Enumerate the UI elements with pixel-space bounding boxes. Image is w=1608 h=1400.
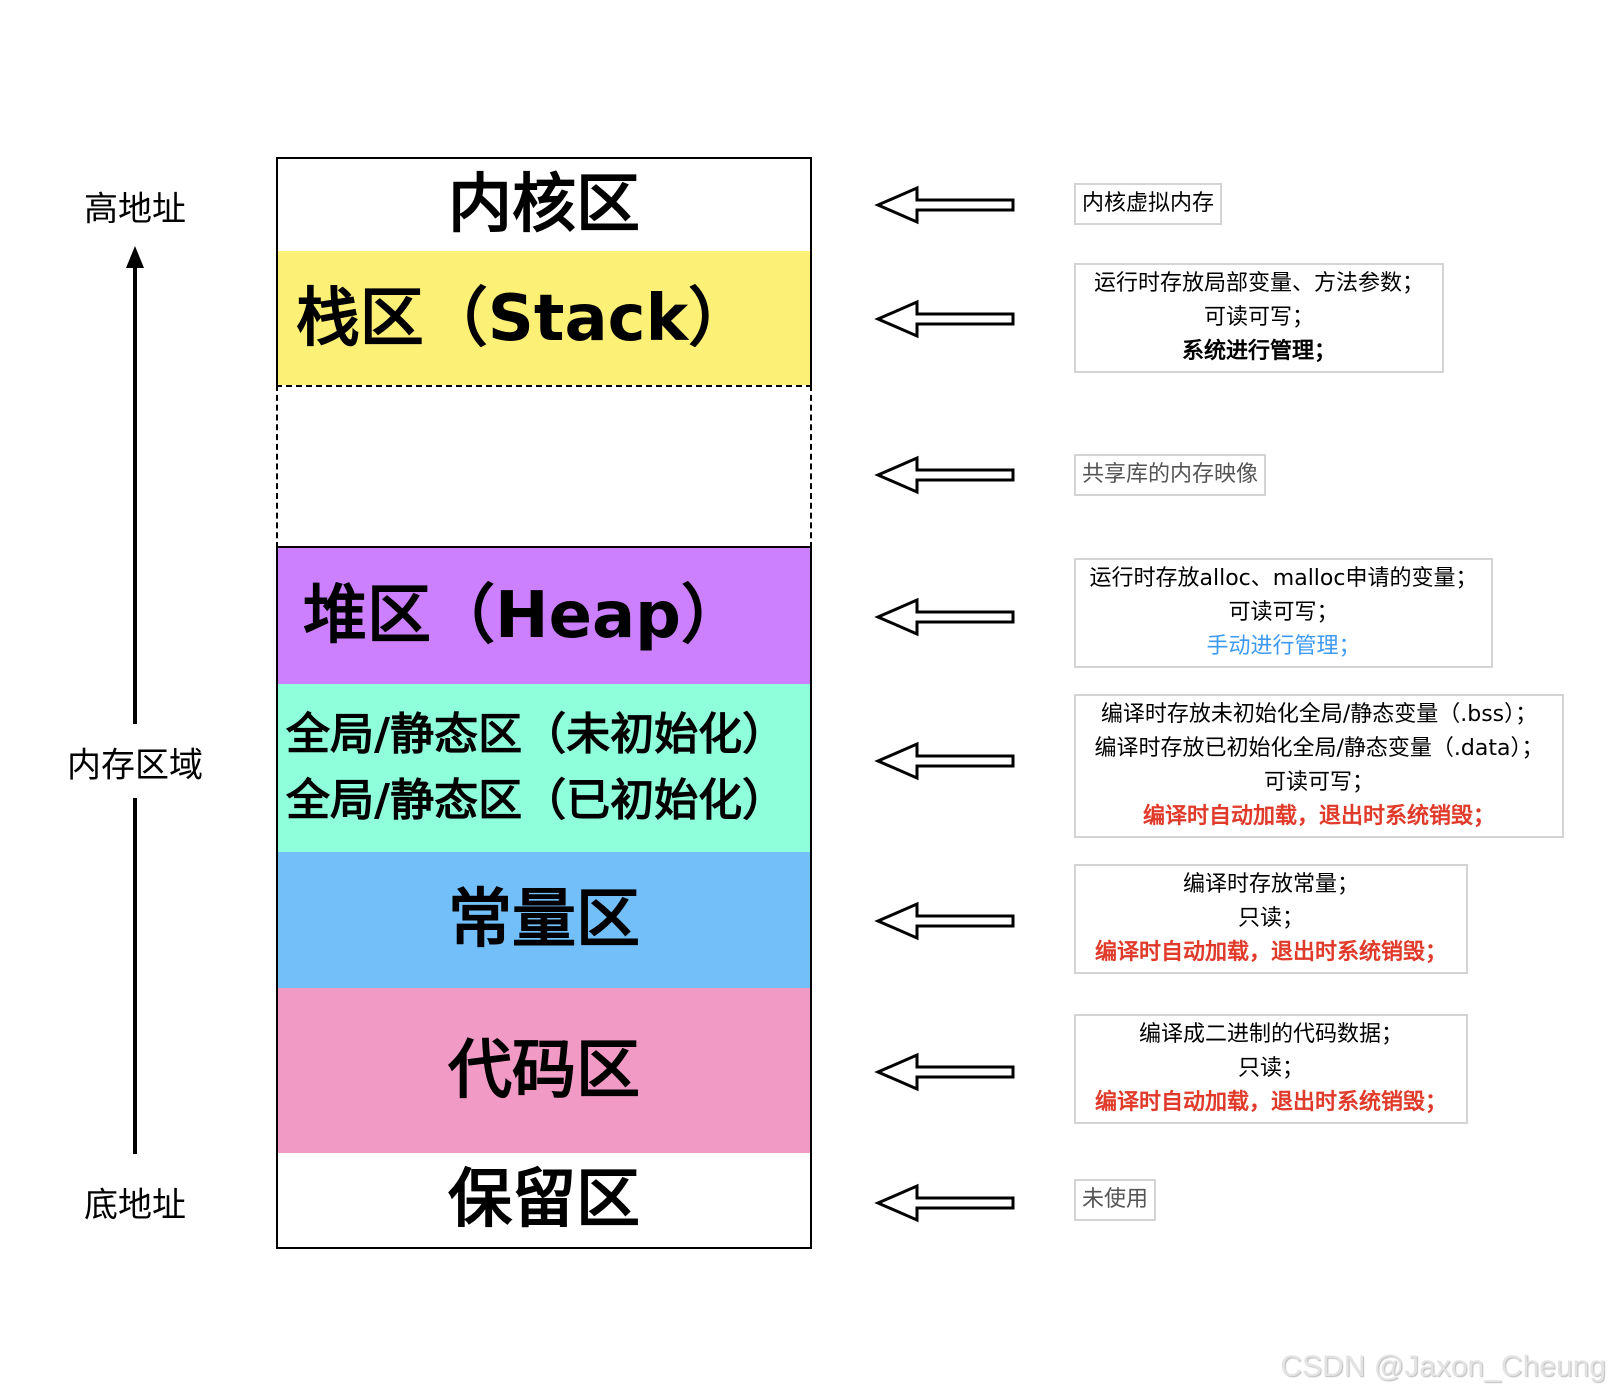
desc-reserved: 未使用 (1074, 1179, 1157, 1221)
pointer-arrow-constant-icon (874, 901, 1015, 941)
segment-code: 代码区 (276, 988, 812, 1155)
pointer-arrow-shared-library-icon (874, 455, 1015, 495)
pointer-arrow-kernel-icon (874, 185, 1015, 225)
desc-heap-line: 可读可写； (1228, 600, 1339, 625)
desc-code-line: 只读； (1237, 1056, 1304, 1081)
pointer-arrow-stack-icon (874, 299, 1015, 339)
memory-region-label: 内存区域 (67, 745, 203, 786)
pointer-arrow-heap-icon (874, 597, 1015, 637)
pointer-arrow-global-static-icon (874, 741, 1015, 781)
segment-kernel-label: 内核区 (448, 168, 640, 242)
desc-reserved-line: 未使用 (1082, 1187, 1149, 1212)
desc-code-line: 编译成二进制的代码数据； (1138, 1022, 1403, 1047)
pointer-arrow-reserved-icon (874, 1183, 1015, 1223)
desc-constant-line: 只读； (1237, 906, 1304, 931)
segment-global-static: 全局/静态区（未初始化） 全局/静态区（已初始化） (276, 684, 812, 854)
desc-heap: 运行时存放alloc、malloc申请的变量； 可读可写； 手动进行管理； (1074, 558, 1493, 668)
desc-kernel-line: 内核虚拟内存 (1082, 191, 1215, 216)
desc-shared-library: 共享库的内存映像 (1074, 454, 1267, 496)
segment-global-init-label: 全局/静态区（已初始化） (286, 775, 787, 826)
segment-global-uninit-label: 全局/静态区（未初始化） (286, 709, 787, 760)
desc-constant-line: 编译时自动加载，退出时系统销毁； (1094, 940, 1447, 965)
desc-code: 编译成二进制的代码数据； 只读； 编译时自动加载，退出时系统销毁； (1074, 1014, 1468, 1124)
desc-global-line: 编译时存放已初始化全局/静态变量（.data）； (1094, 736, 1544, 761)
low-address-label: 底地址 (84, 1185, 186, 1226)
desc-stack-line: 系统进行管理； (1181, 339, 1336, 364)
segment-constant: 常量区 (276, 852, 812, 990)
segment-reserved: 保留区 (276, 1153, 812, 1249)
desc-stack-line: 运行时存放局部变量、方法参数； (1093, 271, 1424, 296)
segment-constant-label: 常量区 (448, 883, 640, 957)
segment-stack: 栈区（Stack） (276, 251, 812, 387)
segment-heap: 堆区（Heap） (276, 546, 812, 686)
segment-heap-label: 堆区（Heap） (303, 579, 745, 653)
desc-global-static: 编译时存放未初始化全局/静态变量（.bss）； 编译时存放已初始化全局/静态变量（… (1074, 694, 1564, 838)
segment-stack-label: 栈区（Stack） (295, 282, 753, 356)
high-address-label: 高地址 (84, 189, 186, 230)
axis-arrow-head-icon (126, 246, 144, 268)
desc-code-line: 编译时自动加载，退出时系统销毁； (1094, 1090, 1447, 1115)
segment-shared-gap (276, 385, 812, 548)
desc-shared-line: 共享库的内存映像 (1082, 462, 1259, 487)
desc-heap-line: 运行时存放alloc、malloc申请的变量； (1089, 566, 1478, 591)
desc-stack: 运行时存放局部变量、方法参数； 可读可写； 系统进行管理； (1074, 263, 1444, 373)
desc-constant: 编译时存放常量； 只读； 编译时自动加载，退出时系统销毁； (1074, 864, 1468, 974)
segment-code-label: 代码区 (448, 1033, 640, 1108)
axis-line-lower (133, 798, 137, 1154)
desc-kernel: 内核虚拟内存 (1074, 183, 1223, 225)
segment-reserved-label: 保留区 (448, 1163, 640, 1237)
desc-global-line: 编译时自动加载，退出时系统销毁； (1142, 804, 1495, 829)
pointer-arrow-code-icon (874, 1052, 1015, 1092)
desc-global-line: 可读可写； (1263, 770, 1374, 795)
desc-stack-line: 可读可写； (1203, 305, 1314, 330)
watermark: CSDN @Jaxon_Cheung (1280, 1350, 1606, 1383)
segment-kernel: 内核区 (276, 157, 812, 253)
desc-heap-line: 手动进行管理； (1206, 634, 1361, 659)
desc-global-line: 编译时存放未初始化全局/静态变量（.bss）； (1100, 702, 1538, 727)
desc-constant-line: 编译时存放常量； (1182, 872, 1359, 897)
axis-line-upper (133, 262, 137, 724)
